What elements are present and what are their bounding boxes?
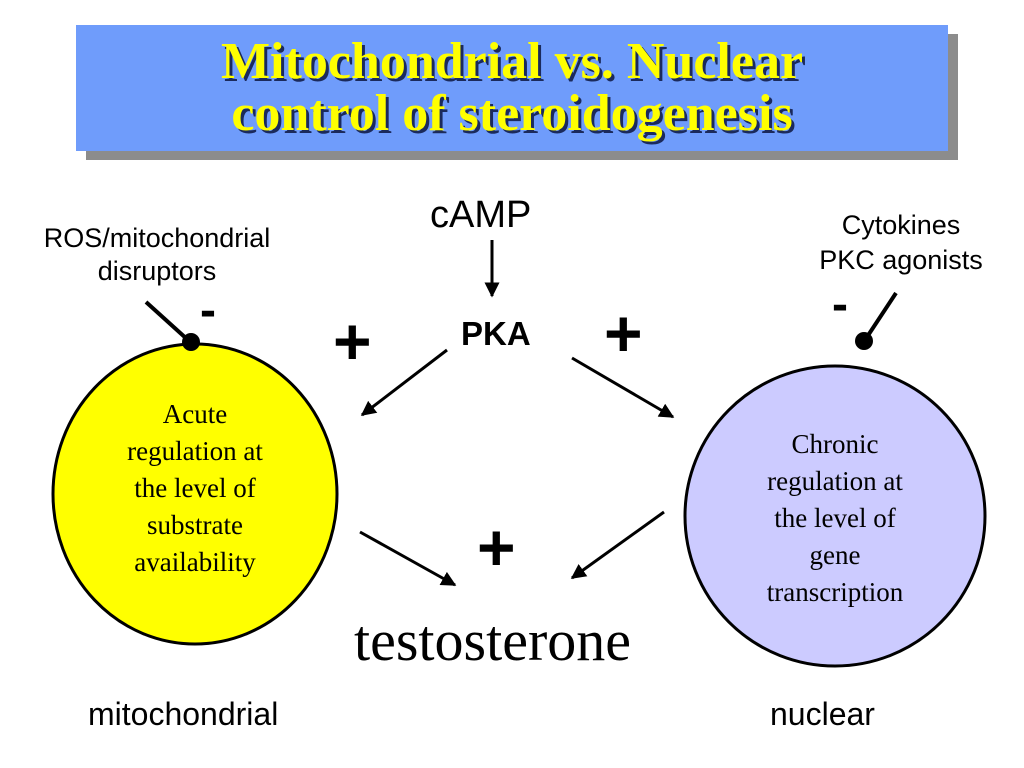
camp-label: cAMP (430, 194, 532, 236)
nuclear-line-3: the level of (774, 503, 896, 533)
ros-minus-sign: - (200, 284, 216, 337)
cytokines-label: Cytokines PKC agonists (783, 208, 1019, 278)
pka-to-nuclear-arrow (571, 356, 675, 419)
ros-inhibition-line (144, 300, 190, 342)
cytokine-inhibition-dot (855, 332, 873, 350)
pka-left-plus-sign: + (333, 304, 372, 378)
nuclear-line-1: Chronic (791, 429, 879, 459)
mito-line-5: availability (134, 547, 256, 577)
mito-line-4: substrate (147, 510, 243, 540)
ros-label-line-2: disruptors (97, 256, 217, 286)
mito-line-3: the level of (134, 473, 256, 503)
nuclear-circle-text: Chronic regulation at the level of gene … (715, 426, 955, 611)
nuclear-circle (683, 364, 987, 668)
title-line-2: control of steroidogenesis (231, 85, 793, 142)
cytokines-label-line-1: Cytokines (841, 210, 961, 240)
pka-to-mito-arrow (360, 348, 448, 417)
testosterone-plus-sign: + (477, 510, 516, 584)
mito-line-2: regulation at (127, 436, 263, 466)
title-banner: Mitochondrial vs. Nuclear control of ste… (76, 25, 948, 151)
ros-label-line-1: ROS/mitochondrial (43, 223, 271, 253)
ros-label: ROS/mitochondrial disruptors (2, 222, 312, 288)
mito-circle-text: Acute regulation at the level of substra… (75, 396, 315, 581)
title-line-1: Mitochondrial vs. Nuclear (220, 33, 804, 90)
cytokines-label-line-2: PKC agonists (819, 245, 983, 275)
pka-right-plus-sign: + (604, 296, 643, 370)
mitochondrial-label: mitochondrial (88, 696, 279, 732)
mito-line-1: Acute (162, 399, 228, 429)
nuclear-label: nuclear (770, 696, 875, 732)
nuclear-line-5: transcription (766, 577, 904, 607)
nuclear-to-testosterone-arrow (570, 510, 665, 580)
nuclear-line-4: gene (809, 540, 861, 570)
mito-to-testosterone-arrow (359, 530, 457, 587)
testosterone-label: testosterone (354, 608, 632, 673)
cytokine-inhibition-line (865, 291, 898, 339)
cytokine-minus-sign: - (832, 278, 848, 331)
ros-inhibition-dot (182, 333, 200, 351)
nuclear-line-2: regulation at (767, 466, 903, 496)
pka-label: PKA (461, 315, 531, 352)
